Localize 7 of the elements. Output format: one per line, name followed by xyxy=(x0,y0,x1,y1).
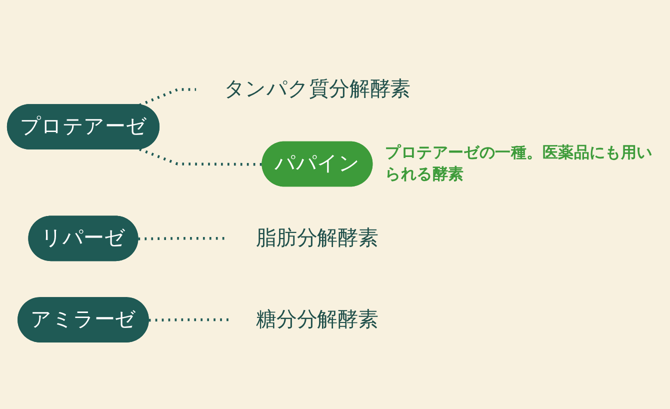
node-text: 糖分分解酵素 xyxy=(256,308,378,332)
connector xyxy=(139,88,196,106)
connector xyxy=(139,148,263,166)
connector xyxy=(148,318,228,322)
node-text: 脂肪分解酵素 xyxy=(256,226,378,250)
description-text: プロテアーゼの一種。医薬品にも用いられる酵素 xyxy=(385,142,654,186)
node-text: タンパク質分解酵素 xyxy=(224,78,411,101)
